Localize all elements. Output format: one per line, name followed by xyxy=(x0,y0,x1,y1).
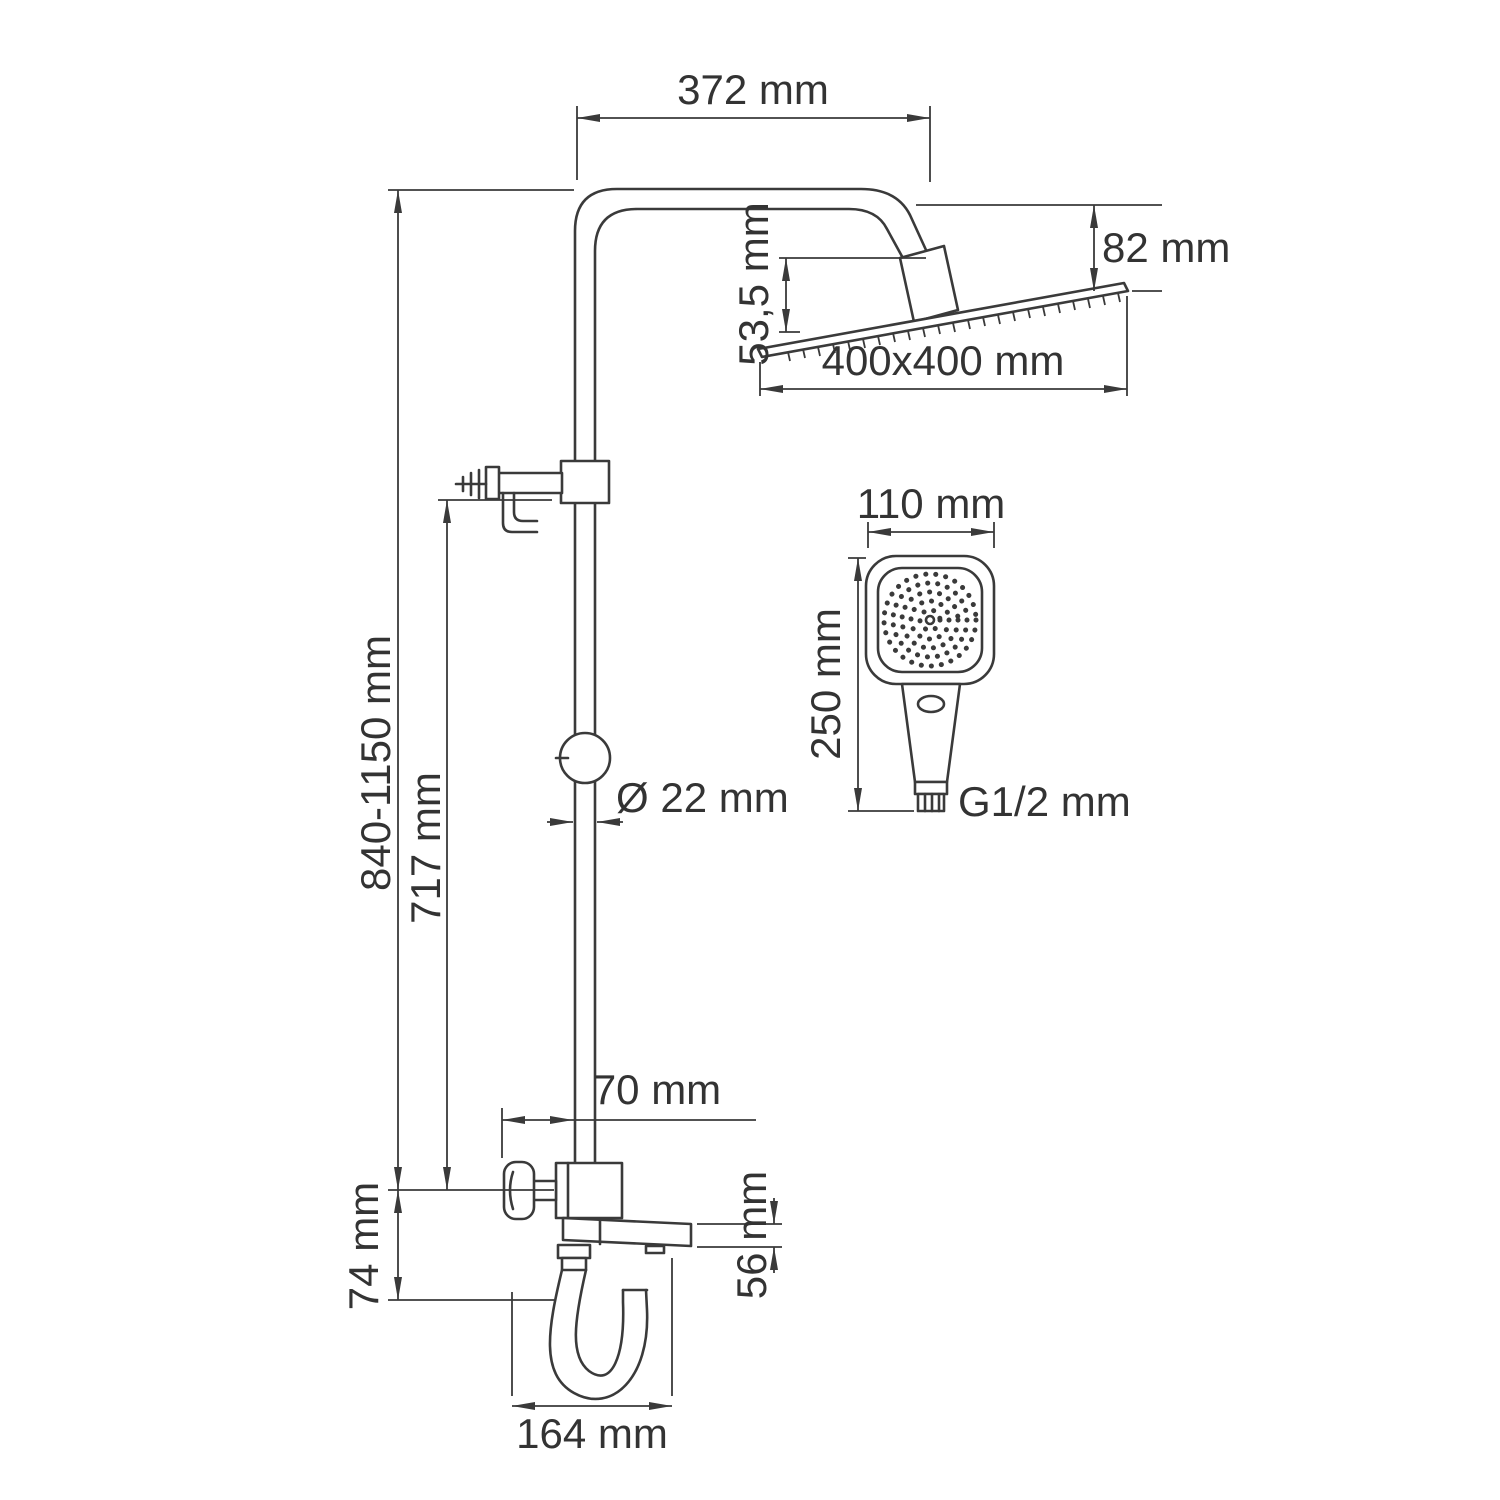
spout-aerator xyxy=(644,1244,666,1255)
spray-center xyxy=(924,614,936,626)
dim-hand-width: 110 mm xyxy=(857,480,1006,548)
bracket-arm xyxy=(496,471,564,495)
dim-hand-width-label: 110 mm xyxy=(857,480,1006,527)
dim-mixer-drop: 74 mm xyxy=(340,1182,556,1310)
handle-neck xyxy=(913,780,949,796)
column-outer-line xyxy=(573,187,928,1165)
dim-spout-length: 164 mm xyxy=(511,1258,673,1457)
hose-outer-curve xyxy=(548,1268,649,1401)
bracket-plate xyxy=(484,465,501,501)
shower-column xyxy=(573,187,928,1165)
dim-head-offset-label: 53,5 mm xyxy=(730,202,777,365)
dim-arm-reach-label: 372 mm xyxy=(677,66,829,113)
bracket-screw-icon xyxy=(454,468,488,500)
connection-nut-ridges xyxy=(923,792,941,813)
dim-head-height-label: 82 mm xyxy=(1102,224,1230,271)
dim-hand-length: 250 mm xyxy=(802,557,914,812)
shower-hose xyxy=(548,1268,649,1401)
dim-head-height: 82 mm xyxy=(916,204,1230,292)
column-inner-line xyxy=(593,207,906,1165)
rain-shower-head xyxy=(756,281,1130,362)
dim-total-height-label: 840-1150 mm xyxy=(352,635,399,891)
dim-spout-height-extensions xyxy=(697,1223,782,1248)
dim-hand-connection: G1/2 mm xyxy=(958,778,1131,825)
head-connector-nut xyxy=(898,244,960,324)
mixer-valve xyxy=(502,1160,624,1221)
spout-tube xyxy=(561,1216,693,1248)
dim-head-height-extensions xyxy=(916,204,1162,292)
dim-spout-offset: 70 mm xyxy=(501,1066,756,1158)
hose-nut-lower xyxy=(560,1256,588,1272)
hand-shower-faceplate xyxy=(876,566,984,674)
tub-spout xyxy=(561,1216,693,1255)
dim-total-height: 840-1150 mm xyxy=(352,189,574,1191)
hose-outlet xyxy=(556,1243,592,1272)
dim-total-height-extensions xyxy=(388,189,574,1191)
bracket-collar xyxy=(559,459,611,505)
dim-pipe-diameter-label: Ø 22 mm xyxy=(616,774,789,821)
dim-pipe-diameter: Ø 22 mm xyxy=(547,774,789,826)
dim-spout-length-extensions xyxy=(511,1258,673,1396)
dim-spout-height: 56 mm xyxy=(697,1171,782,1299)
wall-bracket xyxy=(454,459,611,534)
head-nozzle-ticks xyxy=(787,292,1121,362)
dim-spout-offset-label: 70 mm xyxy=(593,1066,721,1113)
dim-head-size: 400x400 mm xyxy=(759,296,1128,396)
mixer-body xyxy=(554,1161,624,1220)
dim-head-offset-extensions xyxy=(779,257,926,333)
dim-head-size-label: 400x400 mm xyxy=(822,337,1065,384)
hose-nut-upper xyxy=(556,1243,592,1260)
head-panel xyxy=(756,281,1130,359)
dim-hand-connection-label: G1/2 mm xyxy=(958,778,1131,825)
hand-shower-detail xyxy=(864,554,996,813)
mode-button xyxy=(916,694,946,714)
dim-mixer-drop-label: 74 mm xyxy=(340,1182,387,1310)
dim-column-height: 717 mm xyxy=(402,499,552,1190)
dim-spout-length-label: 164 mm xyxy=(516,1410,668,1457)
dim-arm-reach: 372 mm xyxy=(576,66,931,182)
bracket-hook xyxy=(501,491,539,534)
spray-nozzles xyxy=(881,571,979,669)
diverter-knob xyxy=(554,731,612,785)
hose-inner-curve xyxy=(574,1268,625,1377)
dim-spout-offset-extensions xyxy=(501,1108,756,1158)
dim-hand-length-label: 250 mm xyxy=(802,608,849,760)
dim-column-height-label: 717 mm xyxy=(402,772,449,924)
dim-head-offset: 53,5 mm xyxy=(730,202,926,366)
dim-spout-height-label: 56 mm xyxy=(728,1171,775,1299)
